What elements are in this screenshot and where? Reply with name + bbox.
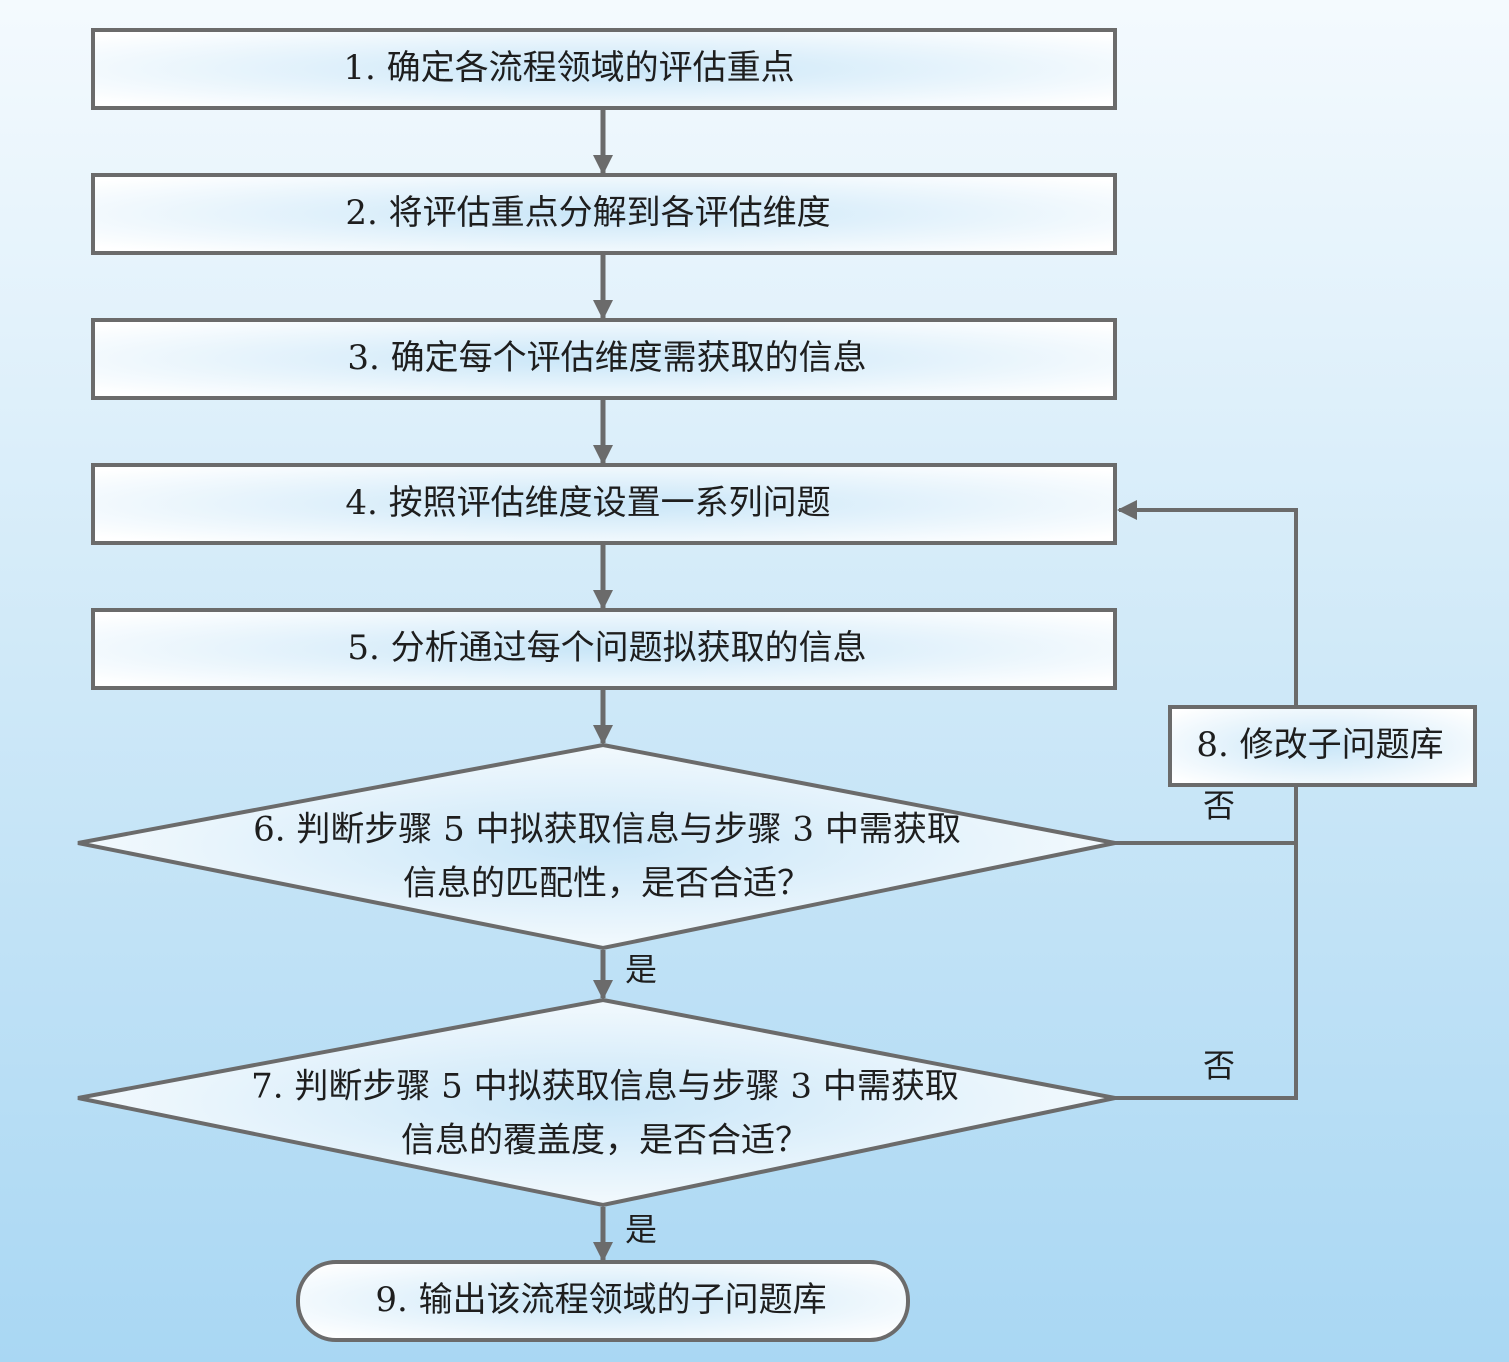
step-9-label: 9. 输出该流程领域的子问题库 xyxy=(375,1279,827,1320)
step-1-label: 1. 确定各流程领域的评估重点 xyxy=(343,47,795,88)
step-3-label: 3. 确定每个评估维度需获取的信息 xyxy=(347,337,867,378)
step-8-label: 8. 修改子问题库 xyxy=(1196,724,1444,765)
yes-label-6: 是 xyxy=(624,950,658,989)
step-6-label: 6. 判断步骤 5 中拟获取信息与步骤 3 中需获取 信息的匹配性，是否合适？ xyxy=(253,809,961,904)
step-8-box xyxy=(1168,705,1477,787)
step-7-label: 7. 判断步骤 5 中拟获取信息与步骤 3 中需获取 信息的覆盖度，是否合适？ xyxy=(251,1066,959,1161)
step-1-box xyxy=(91,28,1117,110)
step-7-decision xyxy=(77,997,1116,1208)
step-5-box xyxy=(91,608,1117,690)
no-line-7 xyxy=(1115,787,1298,1100)
step-5-label: 5. 分析通过每个问题拟获取的信息 xyxy=(347,627,867,668)
step-4-label: 4. 按照评估维度设置一系列问题 xyxy=(345,482,831,523)
step-3-box xyxy=(91,318,1117,400)
step-2-box xyxy=(91,173,1117,255)
step-6-decision xyxy=(77,742,1116,951)
loop-8-to-4 xyxy=(1117,500,1298,705)
step-4-box xyxy=(91,463,1117,545)
no-label-7: 否 xyxy=(1202,1046,1236,1085)
step-9-terminal xyxy=(296,1260,910,1342)
step-2-label: 2. 将评估重点分解到各评估维度 xyxy=(345,192,831,233)
no-label-6: 否 xyxy=(1202,786,1236,825)
yes-label-7: 是 xyxy=(624,1210,658,1249)
